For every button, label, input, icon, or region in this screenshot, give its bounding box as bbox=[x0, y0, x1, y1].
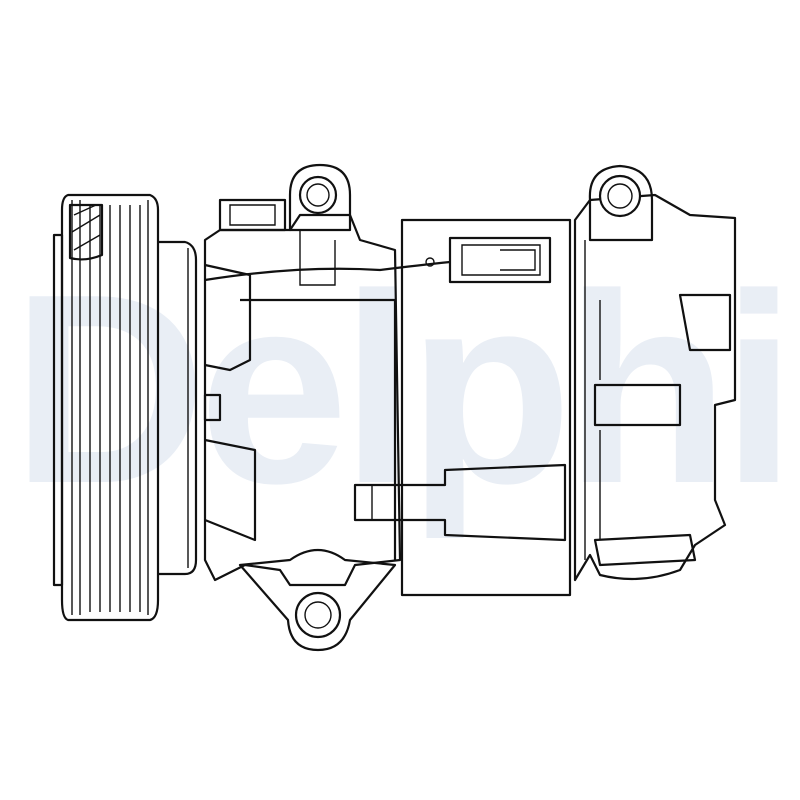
pulley bbox=[52, 193, 198, 622]
top-bolt bbox=[288, 163, 352, 232]
rear-housing bbox=[573, 164, 737, 582]
cylinder-body bbox=[353, 218, 572, 597]
delphi-watermark-logo: Delphi bbox=[11, 239, 796, 540]
front-housing bbox=[203, 198, 451, 587]
bottom-bolt bbox=[238, 548, 397, 652]
